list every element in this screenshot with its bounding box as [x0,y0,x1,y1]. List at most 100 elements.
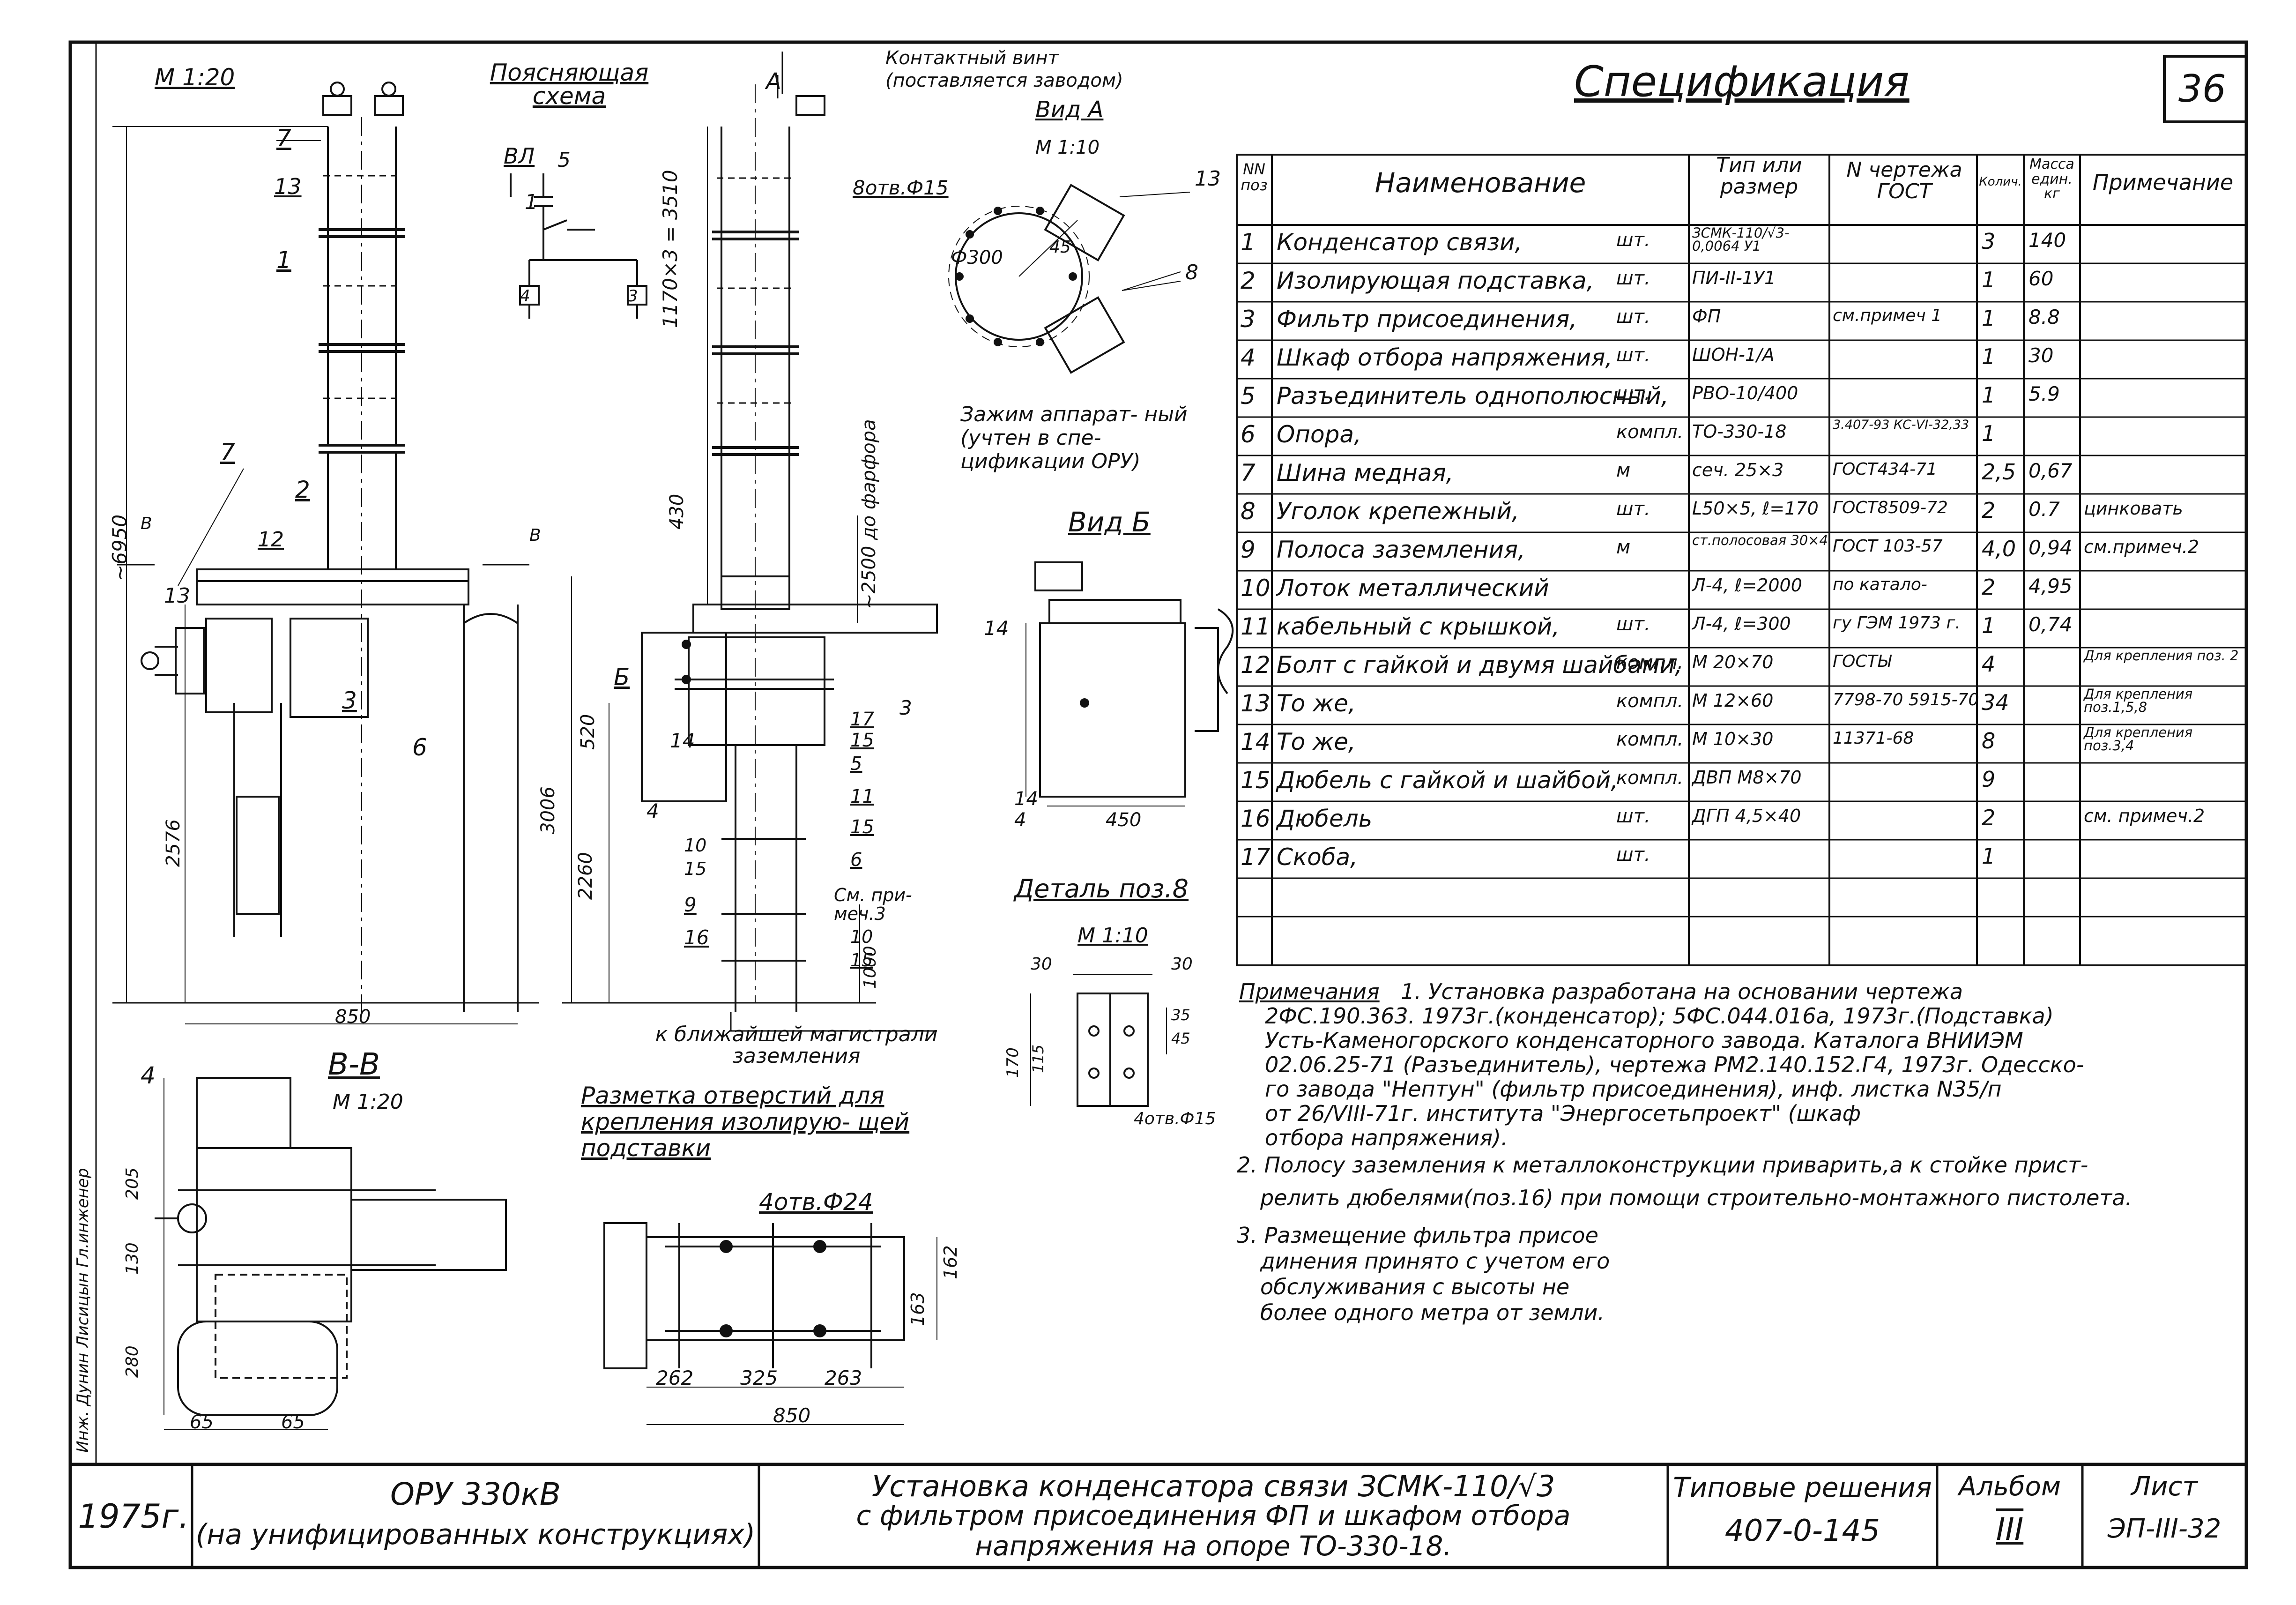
spec-cell-unit: компл. [1616,729,1684,750]
pos-15-center: 15 [684,858,707,879]
spec-cell-qty: 2 [1982,575,1996,600]
spec-cell-type: ФП [1692,306,1721,327]
dim-30b: 30 [1171,955,1193,974]
spec-cell-qty: 3 [1982,229,1996,254]
pos-3-schematic: 3 [628,287,638,306]
see-note3-label: См. при- меч.3 [834,885,912,924]
note-line: 1. Установка разработана на основании че… [1401,979,1963,1004]
spec-cell-unit: м [1616,537,1631,558]
holes-8-label: 8отв.Ф15 [853,176,949,199]
pos-4-section: 4 [141,1062,156,1089]
sheet-number: 36 [2178,67,2226,111]
spec-cell-name: Шкаф отбора напряжения, [1277,344,1613,371]
spec-cell-drawing: ГОСТ8509-72 [1833,498,1948,517]
spec-cell-name: кабельный с крышкой, [1277,613,1560,640]
hole-marking [603,1222,937,1425]
spec-cell-note: Для крепления поз. 2 [2084,648,2239,664]
tb-series-label: Типовые решения [1673,1471,1932,1503]
dim-115: 115 [1029,1044,1047,1073]
dim-1170: 1170×3 = 3510 [659,170,682,328]
spec-cell-unit: шт. [1616,498,1650,520]
detail8-title: Деталь поз.8 [1014,874,1189,903]
phi300-label: Ф300 [951,247,1003,269]
spec-header-type: Тип или размер [1716,153,1802,199]
spec-cell-num: 7 [1241,459,1256,486]
spec-cell-unit: шт. [1616,229,1650,251]
sect-mark-left: В [141,514,152,533]
spec-cell-mass: 0,94 [2029,536,2073,559]
spec-cell-note: цинковать [2084,498,2183,519]
spec-cell-name: Лоток металлический [1277,575,1549,602]
spec-cell-name: Дюбель [1277,805,1373,832]
sect-mark-right: В [529,526,541,545]
spec-cell-note: Для крепления поз.1,5,8 [2084,686,2193,715]
detail8-scale: М 1:10 [1077,924,1148,948]
note-line: релить дюбелями(поз.16) при помощи строи… [1260,1185,2133,1210]
pos-5-right: 5 [850,753,862,775]
spec-cell-drawing: см.примеч 1 [1833,306,1942,325]
spec-cell-num: 2 [1241,267,1256,294]
spec-header-qty: Колич. [1979,175,2022,189]
spec-cell-drawing: по катало- [1833,575,1927,594]
spec-cell-num: 15 [1241,767,1271,794]
pos-2: 2 [295,476,310,503]
spec-cell-drawing: ГОСТ434-71 [1833,460,1938,479]
section-vv [155,1077,507,1430]
tb-album-label: Альбом [1958,1471,2061,1502]
spec-cell-drawing: ГОСТ 103-57 [1833,537,1943,556]
tb-series-value: 407-0-145 [1724,1514,1880,1548]
spec-cell-unit: компл. [1616,690,1684,712]
spec-cell-mass: 0,74 [2029,613,2073,636]
dim-2576: 2576 [163,819,184,867]
dim-263: 263 [825,1366,862,1389]
pos-15-right2: 15 [850,816,874,838]
dim-6950: ~6950 [108,514,131,581]
spec-cell-qty: 1 [1982,306,1996,331]
section-vv-scale: М 1:20 [333,1090,403,1114]
note-line: Усть-Каменогорского конденсаторного заво… [1265,1028,2023,1053]
dim-45-detail: 45 [1171,1030,1190,1047]
tb-title-line3: напряжения на опоре ТО-330-18. [975,1530,1452,1562]
spec-cell-qty: 1 [1982,421,1996,446]
spec-cell-num: 12 [1241,651,1271,679]
spec-cell-unit: компл. [1616,421,1684,443]
spec-header-drawing: N чертежа ГОСТ [1846,158,1962,204]
spec-cell-name: Болт с гайкой и двумя шайбами, [1277,651,1683,679]
spec-cell-qty: 1 [1982,344,1996,369]
spec-header-name: Наименование [1375,167,1586,199]
spec-cell-mass: 60 [2029,267,2054,290]
note-line: 2. Полосу заземления к металлоконструкци… [1237,1152,2088,1178]
spec-cell-drawing: ГОСТЫ [1833,652,1891,671]
spec-cell-type: Л-4, ℓ=2000 [1692,575,1802,596]
spec-cell-name: Конденсатор связи, [1277,229,1523,256]
dim-430: 430 [666,493,688,530]
view-a-scale: М 1:10 [1035,137,1100,158]
detail-pos8 [1030,974,1167,1107]
notes-heading: Примечания [1239,979,1380,1004]
pos-17: 17 [850,709,874,730]
pos-11-right: 11 [850,786,874,807]
spec-cell-qty: 2 [1982,498,1996,523]
spec-cell-qty: 9 [1982,767,1996,792]
dim-520: 520 [577,714,599,750]
spec-cell-num: 9 [1241,536,1256,563]
spec-cell-name: Полоса заземления, [1277,536,1525,563]
tb-year: 1975г. [78,1497,189,1536]
spec-cell-name: Разъединитель однополюсный, [1277,382,1669,410]
explain-schematic [510,173,647,319]
spec-cell-qty: 2 [1982,805,1996,830]
pos-14-viewb: 14 [1014,788,1038,810]
spec-cell-qty: 2,5 [1982,459,2016,485]
marking-title: Разметка отверстий для крепления изолиру… [581,1082,910,1162]
view-a-title: Вид А [1035,97,1104,123]
